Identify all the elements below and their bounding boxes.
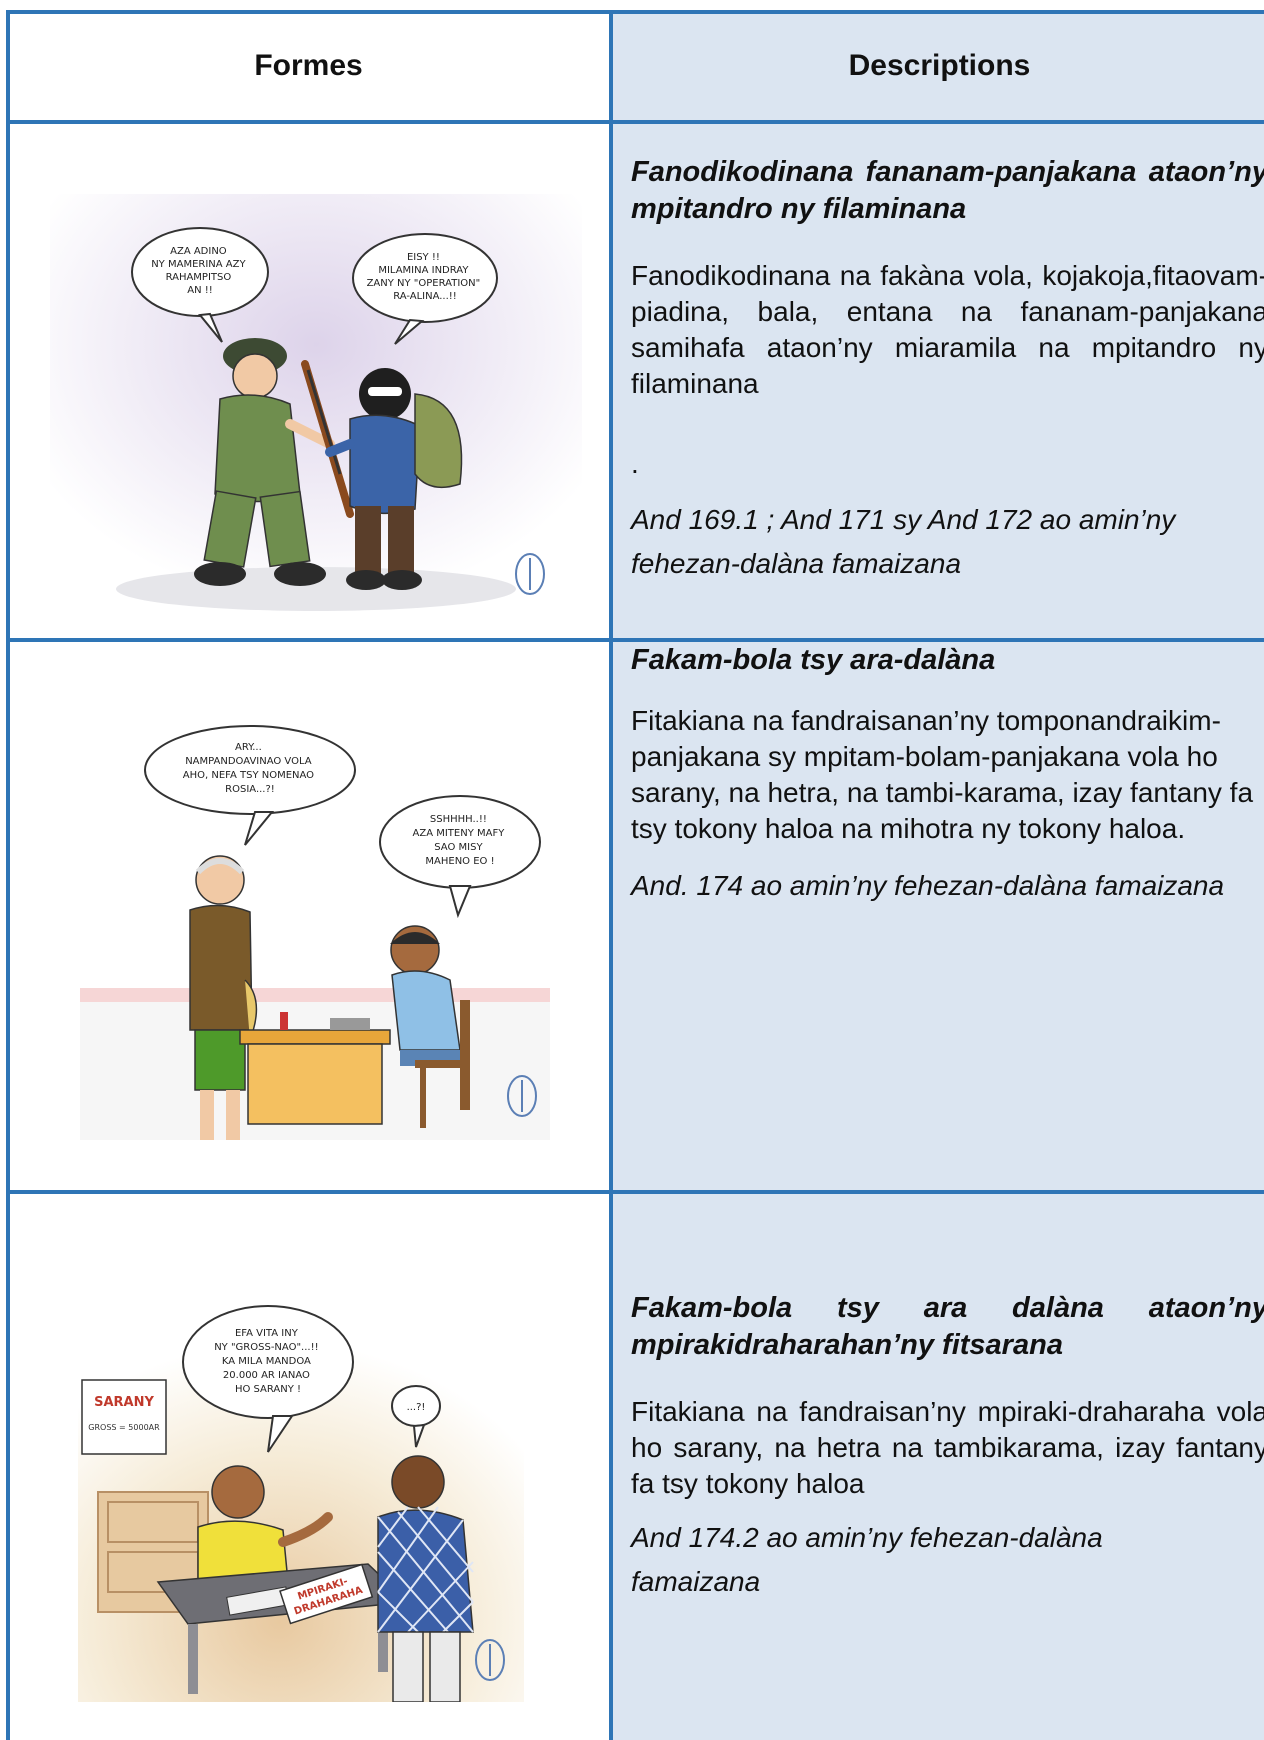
svg-text:EFA VITA INY NY "GRO: EFA VITA INY NY "GROSS-NAO"...!! KA MILA… <box>214 1328 322 1395</box>
forms-table: Formes Descriptions AZA ADINO <box>6 10 1264 1740</box>
thief-figure <box>325 368 463 590</box>
svg-text:...?!: ...?! <box>407 1402 426 1413</box>
row-divider-1 <box>6 120 1264 124</box>
row-1-dot: . <box>631 448 639 479</box>
row-divider-2 <box>6 638 1264 642</box>
row-3-description-cell: Fakam-bola tsy ara dalàna ataon’ny mpira… <box>611 1192 1264 1740</box>
svg-text:ARY... NAMPANDOAVINA: ARY... NAMPANDOAVINAO VOLA AHO, NEFA TSY… <box>183 742 318 795</box>
row-2-image-cell: ARY... NAMPANDOAVINAO VOLA AHO, NEFA TSY… <box>6 640 611 1192</box>
visitor-figure <box>377 1455 474 1702</box>
svg-text:GROSS = 5000AR: GROSS = 5000AR <box>88 1423 160 1432</box>
row-3-title: Fakam-bola tsy ara dalàna ataon’ny mpira… <box>631 1292 1264 1361</box>
row-3-image-cell: SARANY GROSS = 5000AR EFA VITA INY NY "G… <box>6 1192 611 1740</box>
table-border-left <box>6 10 10 1740</box>
header-descriptions: Descriptions <box>611 10 1264 122</box>
logo-icon <box>475 1639 505 1681</box>
header-formes-label: Formes <box>254 49 363 82</box>
row-3-body: Fitakiana na fandraisan’ny mpiraki-draha… <box>631 1396 1264 1499</box>
cartoon-man-and-clerk: ARY... NAMPANDOAVINAO VOLA AHO, NEFA TSY… <box>40 700 592 1166</box>
row-1-reference: And 169.1 ; And 171 sy And 172 ao amin’n… <box>631 504 1176 579</box>
row-2-description-cell: Fakam-bola tsy ara-dalàna Fitakiana na f… <box>611 640 1264 1192</box>
clerk-figure <box>390 925 470 1128</box>
svg-text:SSHHHH..!! AZA MITEN: SSHHHH..!! AZA MITENY MAFY SAO MISY MAHE… <box>413 814 508 867</box>
row-2-reference: And. 174 ao amin’ny fehezan-dalàna famai… <box>631 870 1225 901</box>
svg-text:AZA ADINO NY MAMERIN: AZA ADINO NY MAMERINA AZY RAHAMPITSO AN … <box>151 246 249 296</box>
table-border-top <box>6 10 1264 14</box>
row-1-description-cell: Fanodikodinana fananam-panjakana ataon’n… <box>611 122 1264 640</box>
logo-icon <box>507 1075 537 1117</box>
row-1-image-cell: AZA ADINO NY MAMERINA AZY RAHAMPITSO AN … <box>6 122 611 640</box>
row-1-title: Fanodikodinana fananam-panjakana ataon’n… <box>631 156 1264 225</box>
header-formes: Formes <box>6 10 611 122</box>
svg-text:SARANY: SARANY <box>94 1395 154 1410</box>
row-divider-3 <box>6 1190 1264 1194</box>
logo-icon <box>515 553 545 595</box>
sarany-sign: SARANY GROSS = 5000AR <box>81 1379 167 1455</box>
mpiraki-draharaha-sign: MPIRAKI- DRAHARAHA <box>279 1563 374 1625</box>
header-descriptions-label: Descriptions <box>848 49 1031 82</box>
cartoon-registrar-desk: SARANY GROSS = 5000AR EFA VITA INY NY "G… <box>78 1302 524 1702</box>
registrar-figure <box>197 1465 333 1583</box>
row-2-body: Fitakiana na fandraisanan’ny tomponandra… <box>631 705 1254 844</box>
cartoon-soldier-thief: AZA ADINO NY MAMERINA AZY RAHAMPITSO AN … <box>50 194 582 624</box>
table-column-divider <box>609 10 613 1740</box>
row-2-title: Fakam-bola tsy ara-dalàna <box>631 644 996 676</box>
row-1-body: Fanodikodinana na fakàna vola, kojakoja,… <box>631 260 1264 399</box>
soldier-figure <box>194 338 335 586</box>
row-3-reference: And 174.2 ao amin’ny fehezan-dalàna fama… <box>631 1522 1103 1597</box>
svg-text:EISY !! MILAMINA IND: EISY !! MILAMINA INDRAY ZANY NY "OPERATI… <box>367 252 484 302</box>
